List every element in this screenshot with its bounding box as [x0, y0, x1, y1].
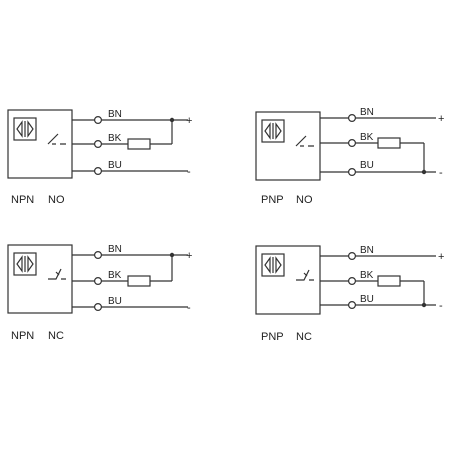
sign-minus: - — [187, 302, 191, 314]
terminal-bn — [347, 113, 356, 123]
terminal-bk — [93, 276, 102, 285]
switch-no-icon — [295, 135, 314, 147]
sign-plus: + — [438, 113, 444, 125]
type-label: PNP — [261, 194, 284, 206]
label-bk: BK — [360, 132, 374, 143]
type-label: NPN — [11, 194, 34, 206]
label-bu: BU — [108, 296, 122, 307]
switch-no-icon — [47, 133, 66, 145]
terminal-bn — [93, 115, 102, 125]
switch-nc-icon — [48, 268, 66, 280]
label-bk: BK — [108, 133, 122, 144]
load-resistor — [127, 275, 151, 287]
terminal-bu — [347, 167, 356, 176]
sign-plus: + — [438, 251, 444, 263]
sign-plus: + — [186, 250, 192, 262]
label-bn: BN — [108, 244, 122, 255]
diagram-npn-nc: BN BK BU + - NPN NC — [7, 244, 192, 342]
mode-label: NO — [48, 194, 65, 206]
terminal-bk — [347, 277, 356, 286]
sensor-icon — [13, 117, 37, 141]
sign-minus: - — [439, 300, 443, 312]
sensor-icon — [13, 252, 37, 276]
junction-dot — [421, 302, 427, 308]
junction-dot — [169, 117, 175, 123]
load-resistor — [377, 275, 401, 287]
load-resistor — [377, 137, 401, 149]
sensor-icon — [261, 253, 285, 277]
terminal-bu — [347, 300, 356, 309]
label-bu: BU — [360, 160, 374, 171]
terminal-bk — [347, 139, 356, 148]
label-bn: BN — [360, 245, 374, 256]
terminal-bn — [347, 251, 356, 261]
mode-label: NO — [296, 194, 313, 206]
type-label: NPN — [11, 330, 34, 342]
label-bk: BK — [108, 270, 122, 281]
junction-dot — [421, 169, 427, 175]
terminal-bu — [93, 302, 102, 311]
sign-plus: + — [186, 115, 192, 127]
mode-label: NC — [296, 331, 312, 343]
diagram-pnp-nc: BN BK BU + - PNP NC — [255, 245, 444, 343]
diagram-npn-no: BN BK BU + - NPN NO — [7, 109, 192, 206]
sensor-icon — [261, 119, 285, 143]
terminal-bu — [93, 166, 102, 175]
label-bu: BU — [360, 294, 374, 305]
terminal-bn — [93, 250, 102, 260]
type-label: PNP — [261, 331, 284, 343]
mode-label: NC — [48, 330, 64, 342]
sign-minus: - — [439, 167, 443, 179]
sign-minus: - — [187, 166, 191, 178]
switch-nc-icon — [296, 269, 314, 281]
label-bk: BK — [360, 270, 374, 281]
load-resistor — [127, 138, 151, 150]
label-bn: BN — [360, 107, 374, 118]
diagram-pnp-no: BN BK BU + - PNP NO — [255, 107, 444, 206]
label-bn: BN — [108, 109, 122, 120]
label-bu: BU — [108, 160, 122, 171]
junction-dot — [169, 252, 175, 258]
terminal-bk — [93, 140, 102, 149]
